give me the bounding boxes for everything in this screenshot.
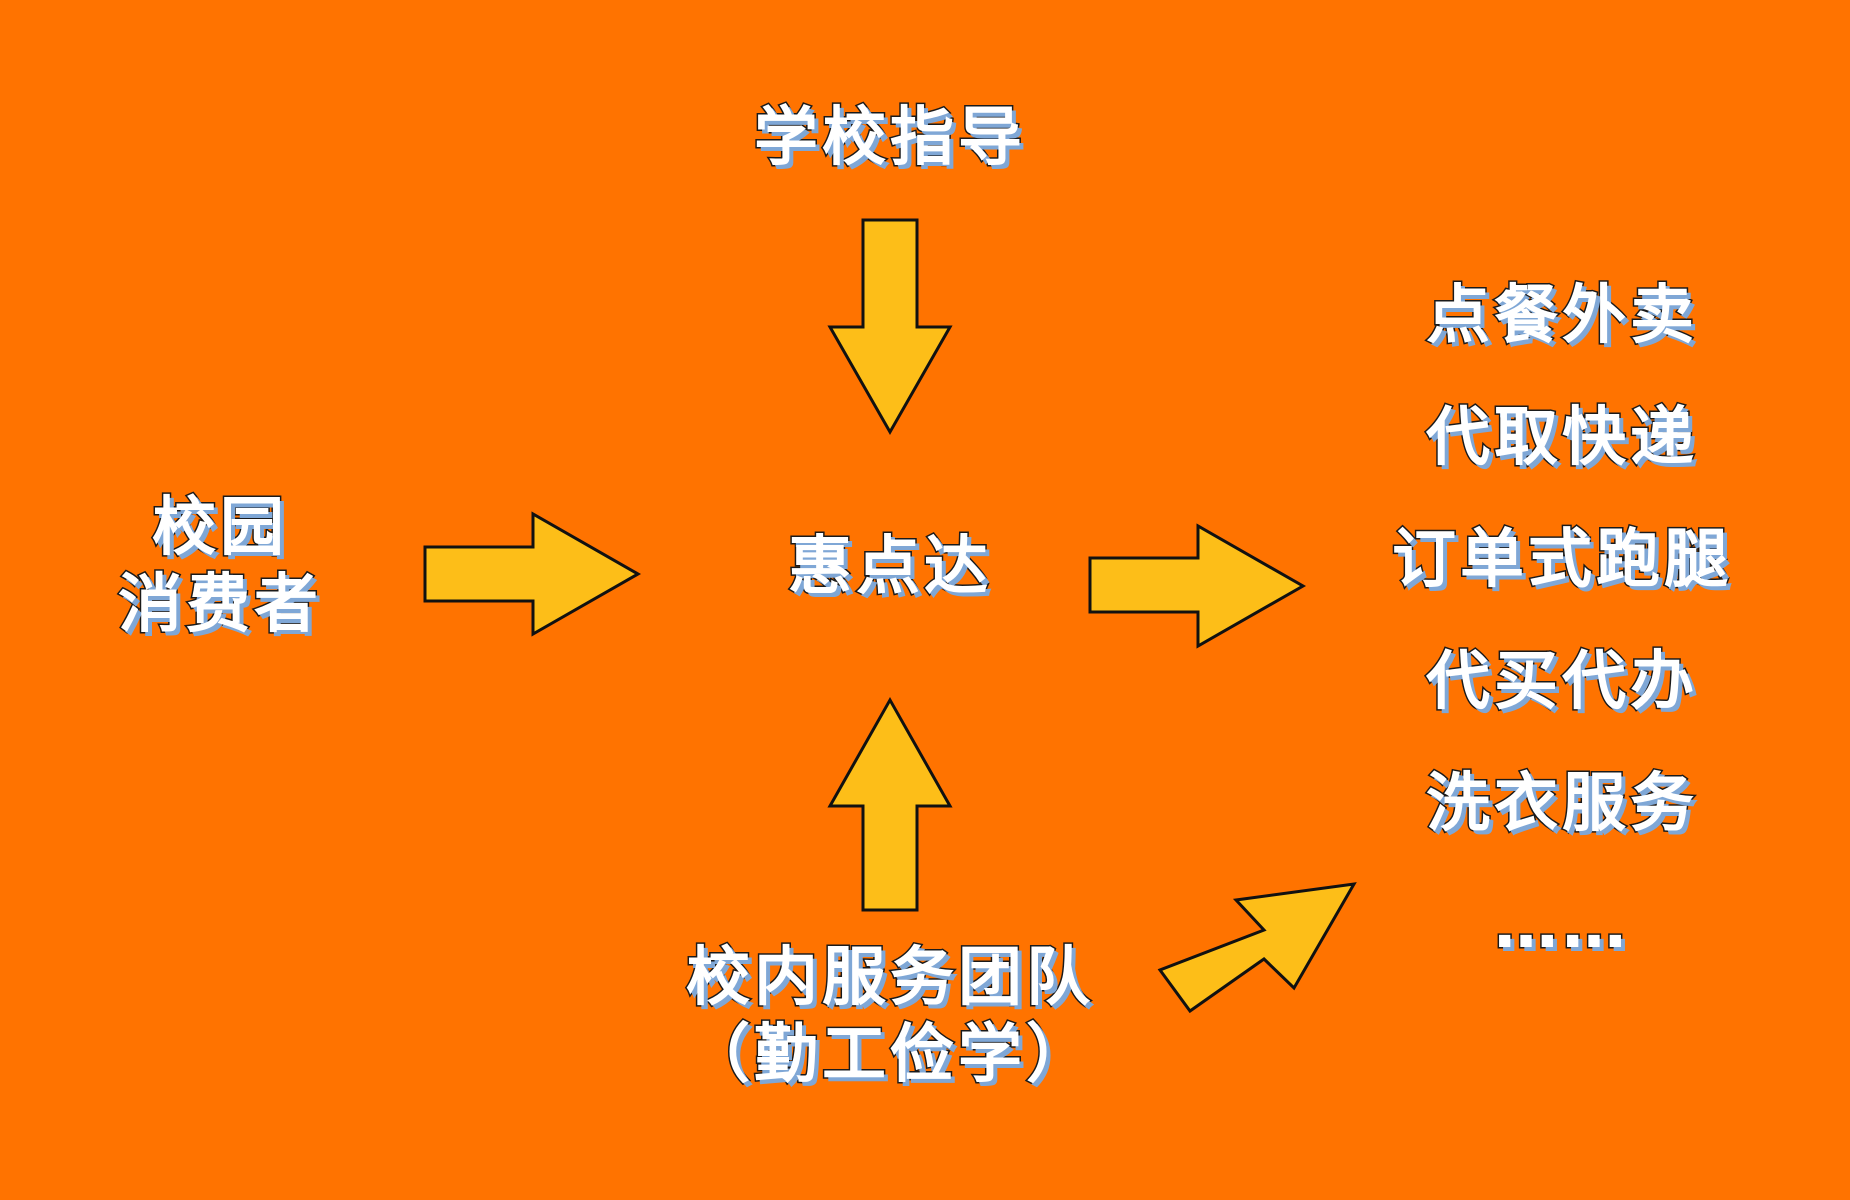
arrow-center-to-services — [1088, 523, 1307, 649]
service-item-more-ellipsis: …… — [1493, 888, 1630, 965]
service-item-purchase-agent: 代买代办 — [1425, 644, 1698, 721]
campus-consumer-line-1: 校园 — [151, 490, 288, 567]
service-item-food-delivery: 点餐外卖 — [1425, 278, 1698, 355]
service-item-errand-order: 订单式跑腿 — [1391, 522, 1732, 599]
service-team-label: 校内服务团队 （勤工俭学） — [685, 940, 1094, 1094]
service-team-line-2: （勤工俭学） — [685, 1016, 1094, 1093]
arrow-team-to-services — [1157, 882, 1357, 1014]
campus-consumer-line-2: 消费者 — [117, 566, 322, 643]
arrow-team-to-center — [827, 696, 953, 912]
service-item-express-pickup: 代取快递 — [1425, 400, 1698, 477]
service-team-line-1: 校内服务团队 — [685, 940, 1094, 1017]
services-list: 点餐外卖 代取快递 订单式跑腿 代买代办 洗衣服务 …… — [1391, 255, 1732, 987]
campus-consumer-label: 校园 消费者 — [117, 490, 322, 644]
school-guidance-label: 学校指导 — [753, 101, 1026, 175]
huidianda-center-label: 惠点达 — [787, 530, 992, 604]
arrow-consumer-to-center — [423, 511, 642, 637]
arrow-guidance-to-center — [827, 218, 953, 436]
service-item-laundry: 洗衣服务 — [1425, 766, 1698, 843]
